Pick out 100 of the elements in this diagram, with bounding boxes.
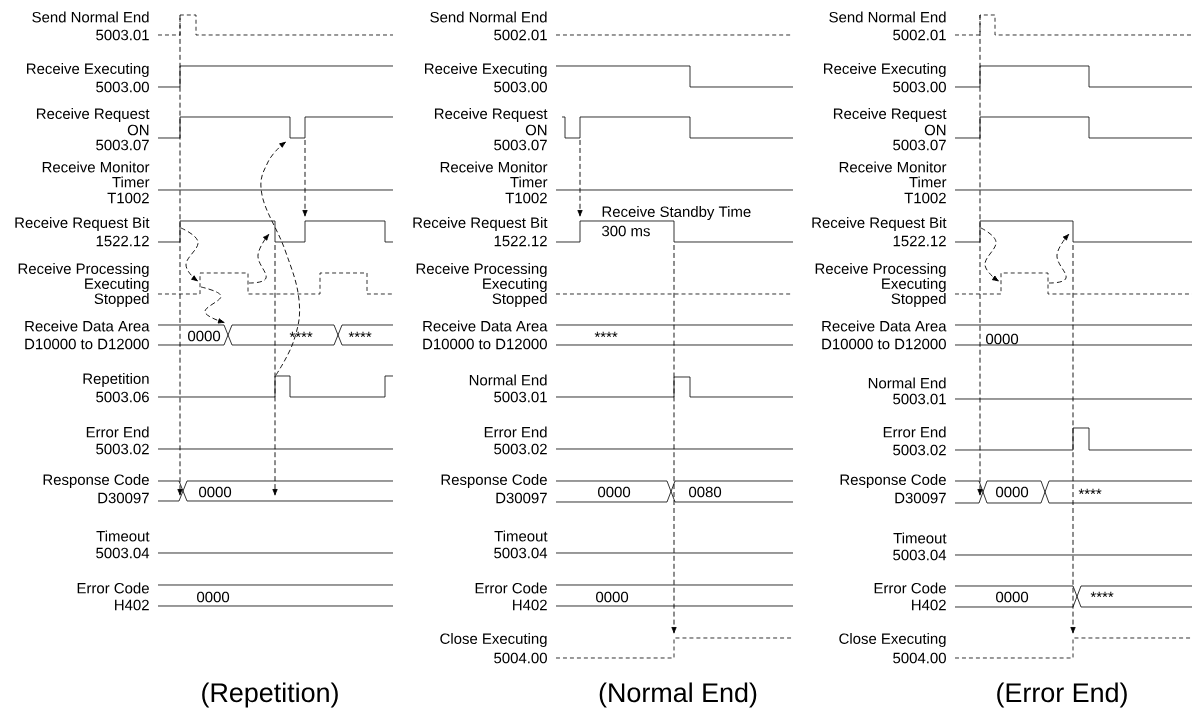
signal-label: 5003.01 [96, 29, 149, 41]
signal-label: 1522.12 [96, 235, 149, 247]
signal-label: 5003.07 [96, 139, 149, 151]
panel-caption: (Repetition) [202, 682, 338, 708]
signal-label: H402 [912, 599, 946, 611]
panel-caption: (Normal End) [599, 682, 757, 708]
signal-label: Close Executing [839, 633, 946, 647]
signal-label: Normal End [868, 377, 946, 389]
signal-label: Receive Executing [27, 63, 149, 77]
signal-label: 5003.02 [96, 443, 149, 455]
signal-label: Executing [85, 278, 149, 292]
signal-label: Receive Processing [416, 263, 547, 277]
time-annotation: 300 ms [602, 225, 650, 237]
signal-label: Receive Monitor [440, 161, 548, 173]
bus-value: **** [289, 331, 313, 338]
signal-label: Timeout [494, 530, 548, 542]
signal-label: 5003.00 [96, 81, 149, 93]
signal-label: Normal End [469, 374, 547, 386]
signal-label: 5003.04 [494, 547, 548, 559]
signal-label: Error End [883, 426, 946, 438]
signal-label: Send Normal End [32, 11, 149, 23]
signal-label: D10000 to D12000 [822, 338, 946, 350]
signal-label: D10000 to D12000 [423, 338, 547, 350]
signal-label: 5004.00 [494, 652, 547, 664]
signal-label: Error End [484, 426, 547, 438]
signal-label: 1522.12 [494, 235, 547, 247]
bus-value: **** [594, 331, 618, 338]
signal-label: Response Code [441, 474, 547, 488]
bus-value: **** [1090, 591, 1114, 598]
signal-label: D30097 [98, 492, 149, 504]
bus-value: 0080 [689, 486, 722, 498]
bus-value: 0000 [986, 333, 1019, 345]
signal-label: 5002.01 [494, 29, 547, 41]
signal-label: Receive Processing [815, 263, 946, 277]
signal-label: 5003.00 [494, 81, 547, 93]
signal-label: Timeout [893, 532, 947, 544]
signal-label: Executing [483, 278, 547, 292]
signal-label: 5003.04 [96, 547, 150, 559]
signal-label: ON [127, 124, 149, 136]
signal-label: Stopped [94, 293, 149, 307]
signal-label: Receive Request Bit [15, 217, 150, 231]
signal-label: 5003.01 [893, 393, 946, 405]
signal-label: Receive Executing [425, 63, 547, 77]
signal-label: T1002 [107, 192, 149, 204]
signal-label: Receive Data Area [822, 320, 947, 332]
signal-label: Executing [882, 278, 946, 292]
signal-label: Stopped [891, 293, 946, 307]
signal-label: Receive Request [37, 108, 150, 122]
bus-value: **** [348, 331, 372, 338]
signal-label: Send Normal End [430, 11, 547, 23]
signal-label: 1522.12 [893, 235, 946, 247]
bus-value: 0000 [596, 591, 629, 603]
bus-value: 0000 [188, 330, 221, 342]
signal-label: Error End [86, 426, 149, 438]
signal-label: T1002 [904, 192, 946, 204]
signal-label: 5003.06 [96, 391, 149, 403]
signal-label: Timer [909, 176, 947, 188]
panel-caption: (Error End) [997, 682, 1127, 708]
bus-value: 0000 [197, 591, 230, 603]
signal-label: 5003.04 [893, 549, 947, 561]
signal-label: Receive Request Bit [812, 217, 947, 231]
signal-label: Receive Data Area [25, 320, 150, 332]
signal-label: D30097 [496, 492, 547, 504]
bus-value: 0000 [996, 486, 1029, 498]
signal-label: 5003.07 [893, 139, 946, 151]
signal-label: ON [525, 124, 547, 136]
signal-label: 5003.07 [494, 139, 547, 151]
signal-label: 5003.00 [893, 81, 946, 93]
signal-label: Receive Monitor [42, 161, 150, 173]
signal-label: Timer [112, 176, 150, 188]
signal-label: Receive Request [434, 108, 548, 122]
signal-label: Receive Monitor [839, 161, 947, 173]
time-annotation: Receive Standby Time [602, 206, 751, 220]
signal-label: Error Code [874, 582, 946, 594]
bus-value: 0000 [598, 486, 631, 498]
signal-label: Receive Request Bit [413, 217, 548, 231]
signal-label: Timeout [96, 530, 150, 542]
signal-label: Repetition [83, 373, 149, 387]
signal-label: Close Executing [440, 633, 547, 647]
signal-label: Error Code [475, 582, 547, 594]
signal-label: Stopped [492, 293, 547, 307]
signal-label: D10000 to D12000 [25, 338, 149, 350]
signal-label: 5004.00 [893, 652, 946, 664]
bus-value: 0000 [199, 486, 232, 498]
signal-label: Receive Data Area [423, 320, 548, 332]
signal-label: Send Normal End [829, 11, 946, 23]
signal-label: D30097 [895, 492, 946, 504]
signal-label: 5002.01 [893, 29, 946, 41]
signal-label: Receive Processing [18, 263, 149, 277]
signal-label: Error Code [77, 582, 149, 594]
signal-label: Receive Request [833, 108, 947, 122]
signal-label: Response Code [43, 474, 149, 488]
signal-label: Timer [510, 176, 548, 188]
signal-label: Response Code [840, 474, 946, 488]
signal-label: 5003.02 [494, 443, 547, 455]
bus-value: **** [1078, 488, 1102, 495]
signal-label: Receive Executing [824, 63, 946, 77]
signal-label: 5003.01 [494, 391, 547, 403]
signal-label: H402 [513, 599, 547, 611]
signal-label: 5003.02 [893, 444, 946, 456]
